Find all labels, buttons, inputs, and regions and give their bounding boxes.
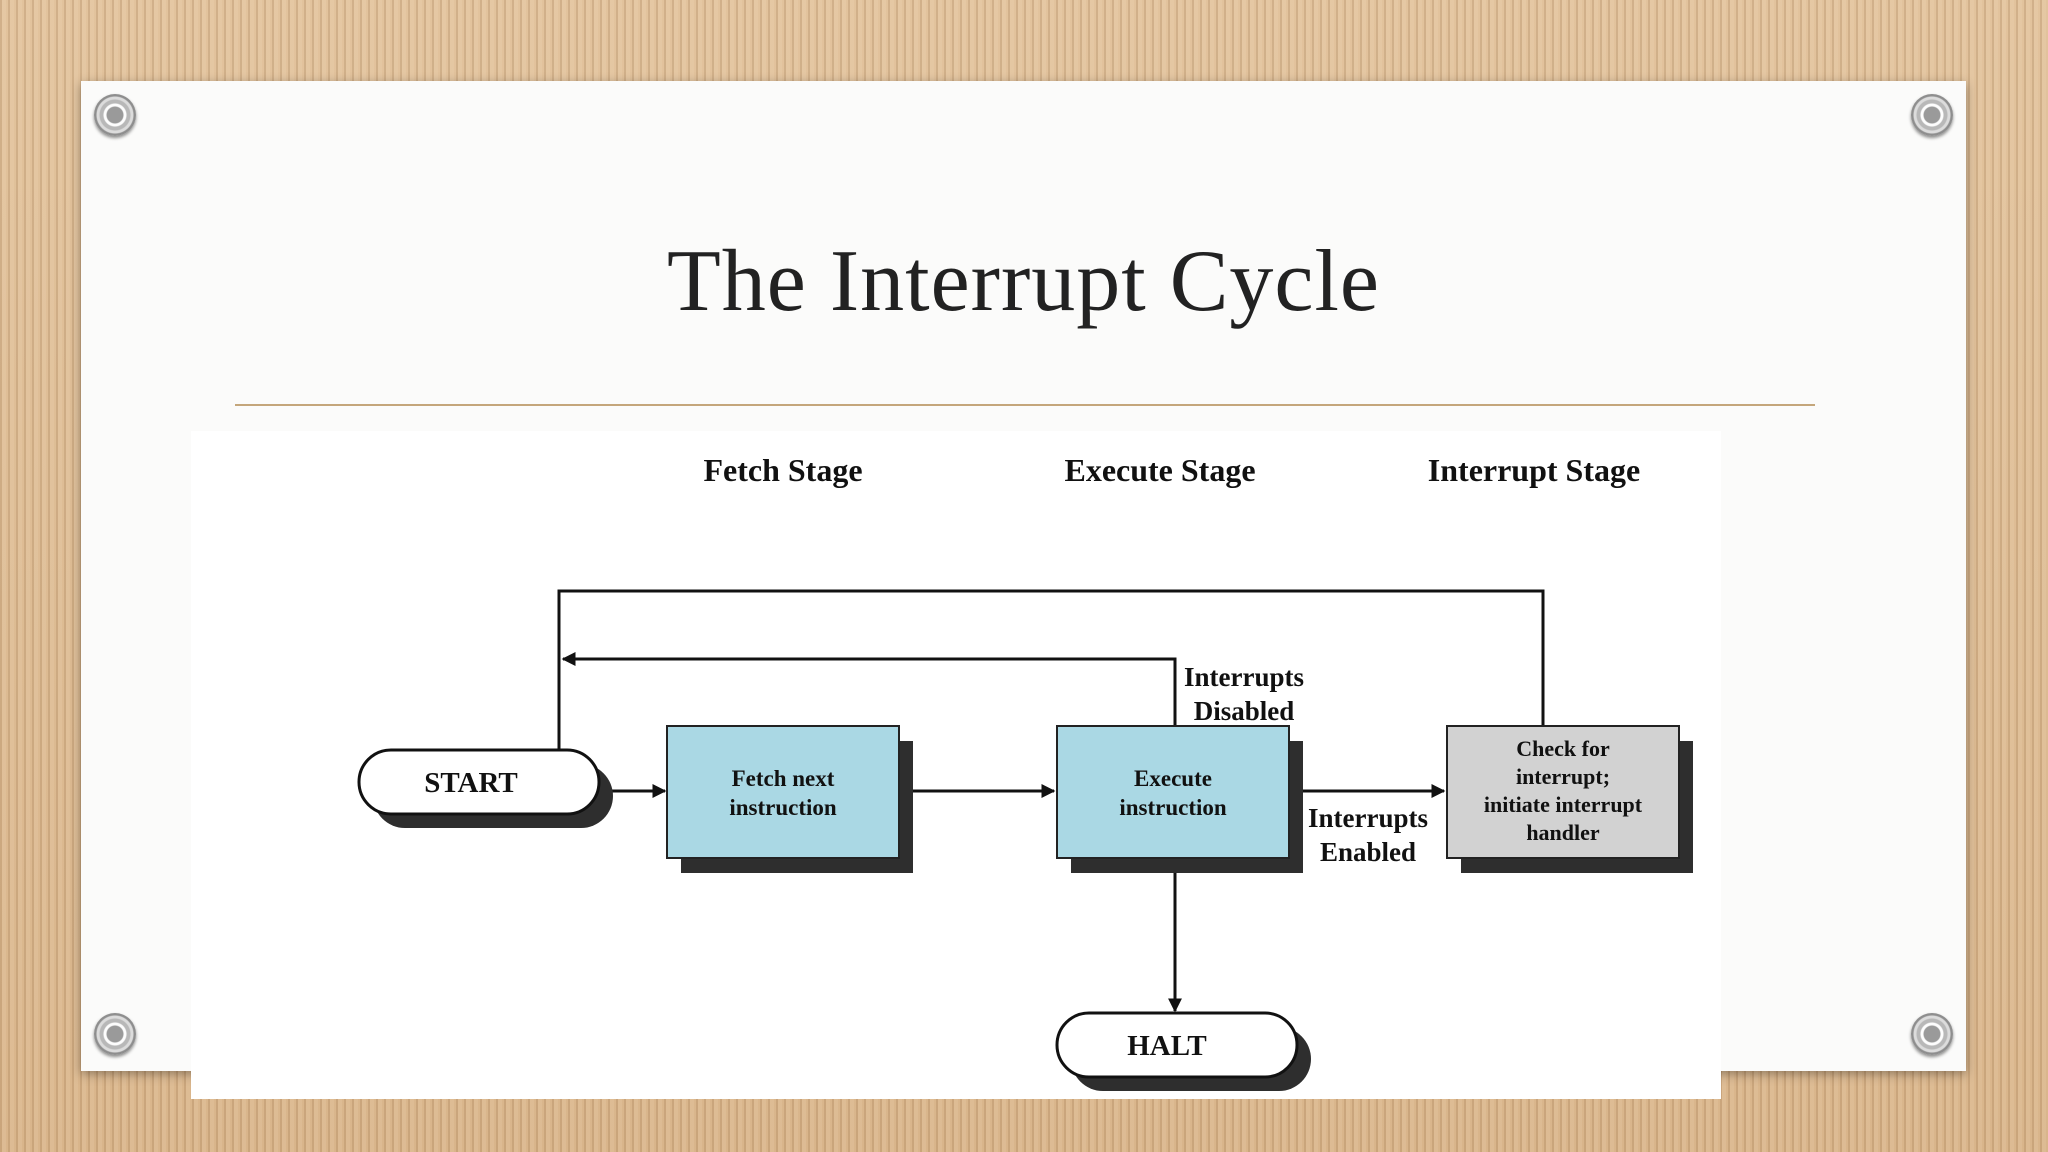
check-label-line-2: interrupt;: [1516, 764, 1610, 789]
fetch-label-line-2: instruction: [729, 795, 837, 820]
grommet-bottom-left-icon: [94, 1013, 136, 1055]
execute-node: [1056, 725, 1290, 859]
title-divider: [235, 404, 1815, 406]
start-label: START: [424, 767, 518, 799]
execute-label-line-1: Execute: [1134, 766, 1212, 791]
execute-label-line-2: instruction: [1119, 795, 1227, 820]
fetch-node: [666, 725, 900, 859]
stage-label-execute: Execute Stage: [1064, 452, 1255, 488]
return-path-interrupt: [552, 589, 1545, 793]
grommet-top-right-icon: [1911, 94, 1953, 136]
grommet-bottom-right-icon: [1911, 1013, 1953, 1055]
halt-node: [1055, 1011, 1299, 1079]
stage-label-interrupt: Interrupt Stage: [1428, 452, 1640, 488]
edge-label-disabled-line-2: Disabled: [1194, 696, 1295, 726]
check-label-line-4: handler: [1526, 820, 1600, 845]
edge-label-disabled-line-1: Interrupts: [1184, 662, 1304, 692]
edge-label-enabled-line-2: Enabled: [1320, 837, 1416, 867]
check-label-line-3: initiate interrupt: [1484, 792, 1643, 817]
grommet-top-left-icon: [94, 94, 136, 136]
slide-title: The Interrupt Cycle: [667, 233, 1380, 330]
return-path-disabled: [561, 652, 1177, 726]
halt-label: HALT: [1127, 1030, 1207, 1062]
start-node: [357, 748, 601, 816]
edge-label-enabled-line-1: Interrupts: [1308, 803, 1428, 833]
slide: The Interrupt Cycle Fetch Stage Execute …: [81, 81, 1966, 1099]
fetch-label-line-1: Fetch next: [732, 766, 835, 791]
interrupt-cycle-diagram: Fetch Stage Execute Stage Interrupt Stag…: [191, 431, 1721, 1099]
check-interrupt-node: [1446, 725, 1680, 859]
stage-label-fetch: Fetch Stage: [703, 452, 862, 488]
check-label-line-1: Check for: [1516, 736, 1610, 761]
